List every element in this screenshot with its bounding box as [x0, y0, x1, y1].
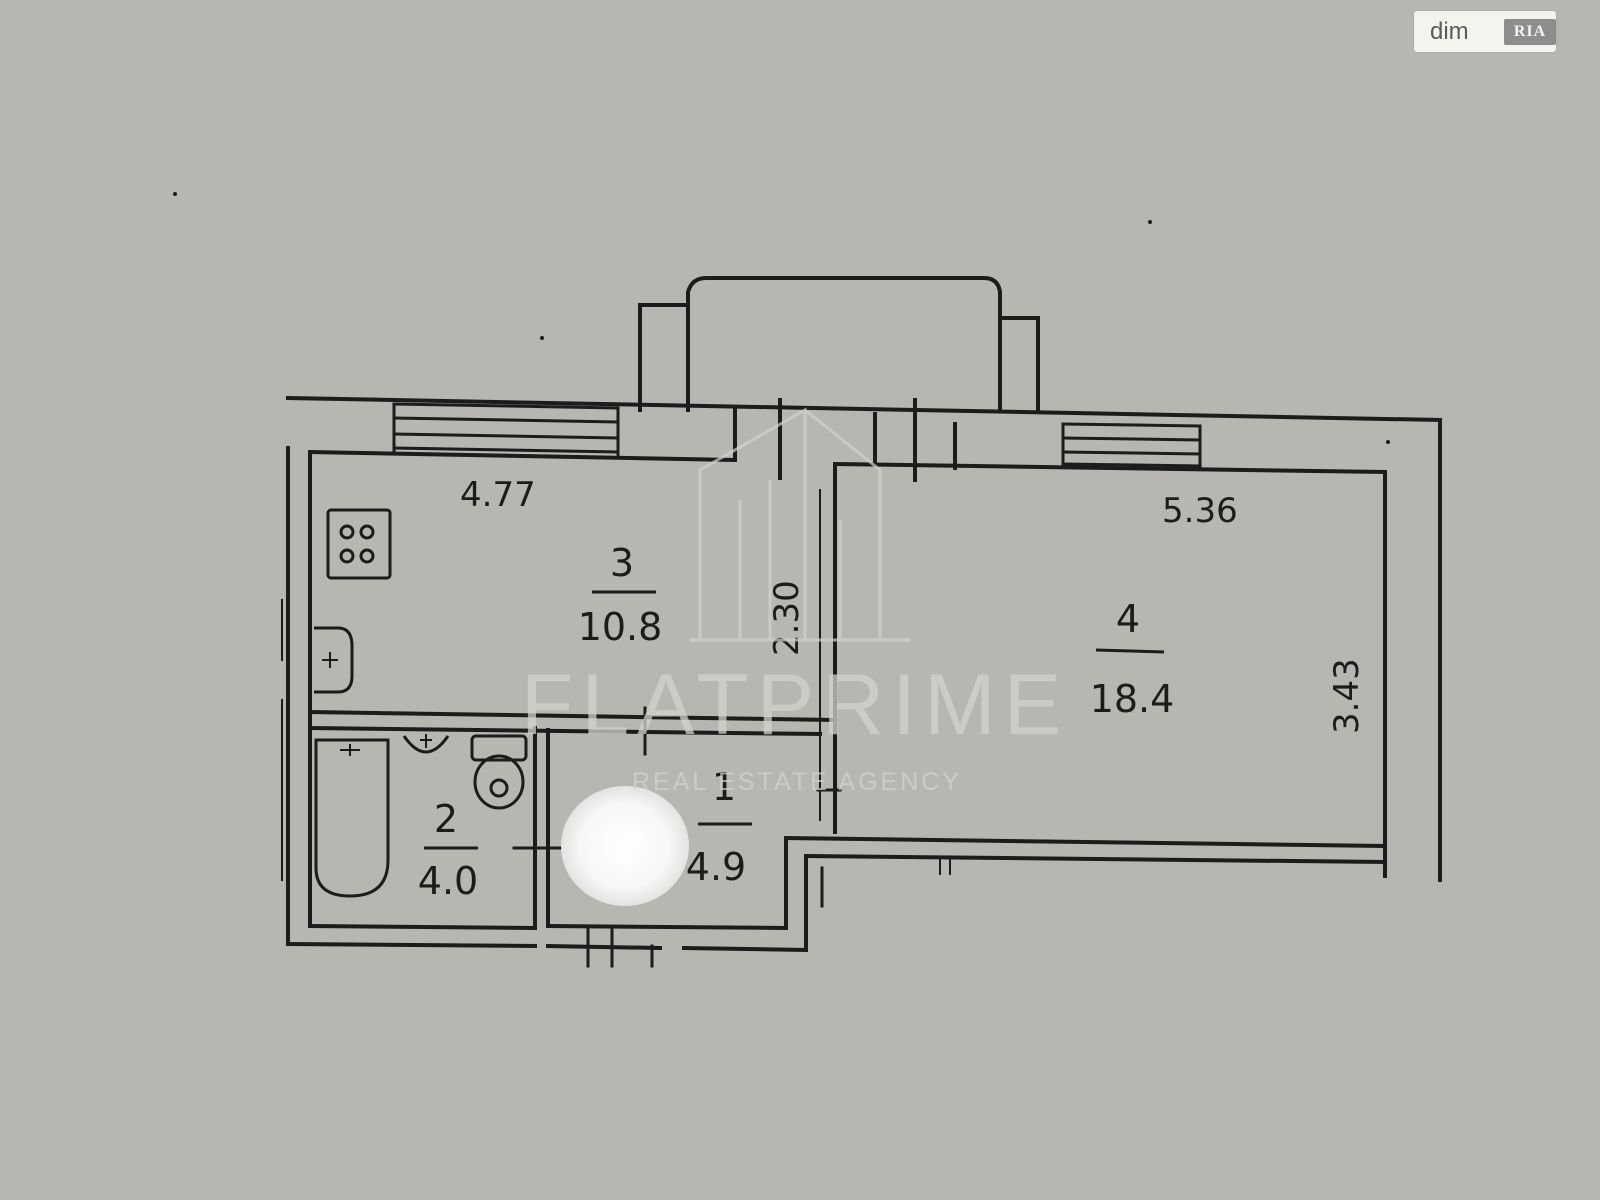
room-labels: 3 10.8 4 18.4 2 4.0 1 4.9 — [418, 541, 1175, 903]
bathtub — [314, 738, 390, 898]
stove-burner — [339, 548, 355, 564]
outer-wall-left — [286, 446, 312, 942]
kitchen-bottom-wall — [307, 709, 838, 737]
watermark-name: FLATPRIME — [521, 657, 1069, 753]
dimension-kitchen-depth: 2.30 — [767, 580, 807, 656]
room-4-fraction-bar — [1095, 648, 1165, 654]
stove — [326, 508, 392, 580]
walls — [281, 276, 1443, 968]
balcony-door-jambs — [733, 398, 957, 482]
hall-right-wall — [784, 836, 808, 952]
door-ticks — [512, 706, 842, 850]
room-4-number: 4 — [1116, 597, 1140, 641]
kitchen-tap — [322, 652, 338, 668]
washbasin — [402, 735, 450, 754]
watermark: FLATPRIME REAL ESTATE AGENCY — [521, 407, 1069, 796]
kitchen-window-sides — [392, 402, 620, 458]
room-window — [1061, 422, 1202, 468]
stove-burner — [339, 524, 355, 540]
ria-logo-icon: RIA — [1504, 18, 1556, 45]
correction-blot — [561, 786, 689, 906]
bath-tap — [340, 744, 360, 756]
kitchen-sink — [314, 626, 354, 694]
washbasin-tap — [420, 734, 432, 748]
bath-hall-partition — [533, 726, 550, 928]
paper-specks — [173, 192, 1390, 444]
outer-wall-right — [1383, 418, 1442, 882]
toilet-hole — [489, 778, 509, 798]
wall-marks — [939, 857, 951, 875]
room-1-number: 1 — [712, 765, 736, 809]
dimension-labels: 4.77 5.36 2.30 3.43 — [460, 475, 1367, 734]
bath-bottom-wall — [285, 923, 538, 949]
watermark-tagline: REAL ESTATE AGENCY — [632, 768, 962, 796]
room-2-area: 4.0 — [418, 859, 478, 903]
fixtures — [314, 508, 528, 898]
kitchen-window — [392, 402, 620, 454]
inner-wall-top — [307, 449, 1388, 475]
balcony-outline — [638, 276, 1040, 412]
badge-site-label: dim — [1430, 17, 1469, 45]
toilet-tank — [470, 734, 528, 762]
stove-burner — [359, 548, 375, 564]
room-2-number: 2 — [434, 797, 458, 841]
dimria-badge[interactable]: dim RIA — [1414, 11, 1556, 52]
stove-burner — [359, 524, 375, 540]
room-1-area: 4.9 — [686, 845, 746, 889]
room-window-sides — [1061, 422, 1202, 470]
room-4-area: 18.4 — [1090, 677, 1175, 721]
balcony-rails — [686, 303, 1002, 412]
watermark-logo-icon — [690, 407, 910, 642]
dimension-kitchen-width: 4.77 — [460, 475, 536, 515]
toilet-bowl — [473, 754, 525, 810]
outer-wall-top — [285, 395, 1443, 423]
dimension-room-width: 5.36 — [1162, 491, 1238, 531]
dimension-room-depth: 3.43 — [1327, 658, 1367, 734]
room-bottom-wall — [783, 835, 1388, 865]
entrance-door-ticks — [586, 924, 654, 968]
room-3-area: 10.8 — [578, 605, 663, 649]
room-3-number: 3 — [610, 541, 634, 585]
